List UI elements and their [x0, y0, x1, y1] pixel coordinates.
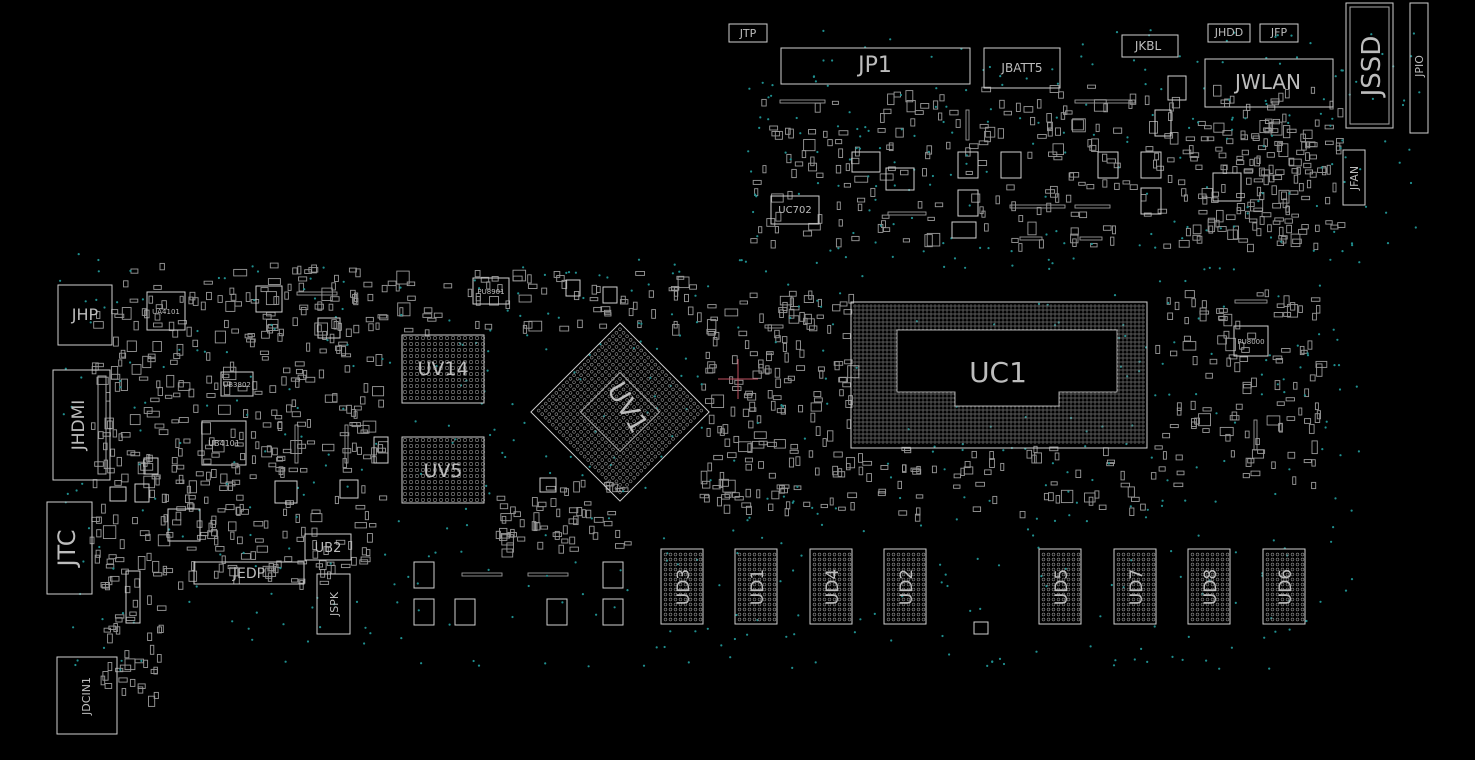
chip-uc702[interactable]: UC702 — [770, 195, 820, 225]
chip-ub3802[interactable]: UB3802 — [220, 371, 254, 397]
svg-text:UA4101: UA4101 — [152, 308, 180, 316]
svg-text:UC702: UC702 — [778, 205, 811, 216]
unlabeled-components — [109, 75, 1242, 635]
connector-jkbl[interactable]: JKBL — [1121, 34, 1179, 58]
connector-jbatt5[interactable]: JBATT5 — [983, 47, 1061, 89]
cursor-crosshair — [718, 359, 758, 399]
svg-text:UB2: UB2 — [315, 541, 342, 556]
svg-text:JTC: JTC — [53, 529, 81, 568]
connector-jfp[interactable]: JFP — [1259, 23, 1299, 43]
svg-text:JSSD: JSSD — [1357, 36, 1387, 99]
chip-uv5[interactable]: UV5 — [401, 436, 485, 504]
svg-text:JBATT5: JBATT5 — [1000, 61, 1042, 75]
chip-ud6[interactable]: UD6 — [1262, 548, 1306, 625]
svg-text:JP1: JP1 — [856, 53, 892, 78]
chip-ud5[interactable]: UD5 — [1038, 548, 1082, 625]
svg-text:UV1: UV1 — [601, 377, 654, 438]
chip-uv1[interactable]: UV1 — [530, 322, 710, 502]
chip-ud7[interactable]: UD7 — [1113, 548, 1157, 625]
svg-text:JWLAN: JWLAN — [1233, 70, 1301, 94]
connector-jtc[interactable]: JTC — [46, 501, 93, 595]
svg-text:UV5: UV5 — [424, 460, 463, 482]
svg-text:UB3802: UB3802 — [223, 381, 251, 389]
connector-jfan[interactable]: JFAN — [1342, 149, 1366, 206]
chip-uv14[interactable]: UV14 — [401, 334, 485, 404]
chip-ub4101[interactable]: UB4101 — [201, 420, 247, 466]
connector-jtp[interactable]: JTP — [728, 23, 768, 43]
svg-text:JTP: JTP — [739, 27, 757, 40]
connector-jpio[interactable]: JPIO — [1409, 2, 1429, 134]
svg-text:JEDP: JEDP — [232, 566, 265, 582]
svg-text:UV14: UV14 — [417, 358, 468, 380]
svg-text:JFAN: JFAN — [1348, 166, 1361, 191]
connector-jp1[interactable]: JP1 — [780, 47, 971, 85]
svg-text:JSPK: JSPK — [328, 591, 341, 617]
pad-field — [89, 84, 1346, 707]
connector-jspk[interactable]: JSPK — [316, 573, 351, 635]
svg-text:JDCIN1: JDCIN1 — [80, 677, 93, 716]
connector-jhdmi[interactable]: JHDMI — [52, 369, 111, 481]
connector-jssd[interactable]: JSSD — [1345, 2, 1394, 129]
chip-ud4[interactable]: UD4 — [809, 548, 853, 625]
connector-jwlan[interactable]: JWLAN — [1204, 58, 1334, 108]
chip-ud8[interactable]: UD8 — [1187, 548, 1231, 625]
chip-pu8901[interactable]: PU8901 — [472, 277, 510, 305]
svg-text:JPIO: JPIO — [1413, 55, 1426, 78]
svg-text:PU8901: PU8901 — [477, 288, 504, 296]
svg-text:UB4101: UB4101 — [208, 439, 240, 448]
svg-text:JFP: JFP — [1270, 26, 1288, 39]
chip-ud2[interactable]: UD2 — [883, 548, 927, 625]
via-field — [59, 29, 1421, 671]
svg-text:JHDD: JHDD — [1214, 26, 1243, 39]
connector-jhp[interactable]: JHP — [57, 284, 113, 346]
chip-pu8000[interactable]: PU8000 — [1233, 325, 1269, 357]
connector-jedp[interactable]: JEDP — [193, 561, 305, 585]
chip-ua4101[interactable]: UA4101 — [146, 291, 186, 331]
chip-ud1[interactable]: UD1 — [734, 548, 778, 625]
chip-uc1[interactable]: UC1 — [850, 301, 1148, 449]
connector-jdcin1[interactable]: JDCIN1 — [56, 656, 118, 735]
svg-text:PU8000: PU8000 — [1237, 338, 1264, 346]
svg-text:JHP: JHP — [71, 305, 99, 324]
chip-ud3[interactable]: UD3 — [660, 548, 704, 625]
chip-ub2[interactable]: UB2 — [304, 533, 352, 561]
svg-text:JHDMI: JHDMI — [69, 400, 89, 452]
connector-jhdd[interactable]: JHDD — [1207, 23, 1251, 43]
svg-text:JKBL: JKBL — [1134, 39, 1162, 53]
